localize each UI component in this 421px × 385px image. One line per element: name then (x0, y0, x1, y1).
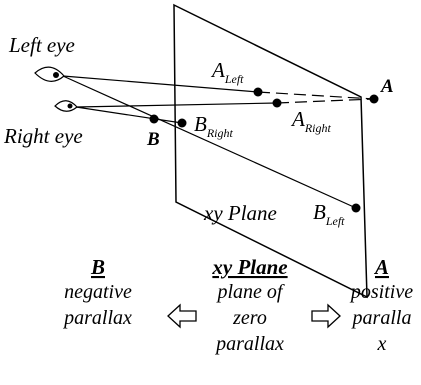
point-b-right (177, 118, 187, 128)
sight-lines (62, 75, 375, 209)
xy-plane (173, 3, 368, 299)
left-eye-label: Left eye (8, 33, 75, 57)
svg-text:paralla: paralla (351, 307, 412, 329)
legend-a: A positive paralla x (349, 255, 413, 355)
point-a-left (253, 87, 263, 97)
svg-text:B: B (90, 255, 105, 279)
left-eye-icon (34, 66, 65, 82)
svg-text:xy Plane: xy Plane (211, 255, 287, 279)
b-right-label: BRight (194, 112, 233, 140)
point-b (149, 114, 159, 124)
point-a (369, 94, 379, 104)
plane-label: xy Plane (203, 201, 277, 225)
right-eye-label: Right eye (3, 124, 83, 148)
svg-text:positive: positive (349, 281, 413, 303)
b-left-label: BLeft (313, 200, 345, 228)
svg-text:A: A (373, 255, 389, 279)
svg-text:parallax: parallax (214, 333, 284, 355)
svg-text:negative: negative (64, 281, 132, 303)
legend-b: B negative parallax (62, 255, 132, 329)
arrow-right-icon (311, 303, 341, 329)
arrow-left-icon (167, 303, 197, 329)
legend-plane: xy Plane plane of zero parallax (211, 255, 287, 355)
point-b-left (351, 203, 361, 213)
a-right-label: ARight (290, 107, 331, 135)
svg-text:zero: zero (232, 307, 267, 329)
svg-text:plane of: plane of (216, 281, 285, 303)
svg-text:parallax: parallax (62, 307, 132, 329)
point-a-right (272, 98, 282, 108)
point-b-label: B (146, 129, 160, 150)
svg-text:x: x (377, 333, 387, 355)
points (149, 87, 379, 213)
right-eye-icon (54, 100, 78, 112)
point-a-label: A (380, 76, 394, 97)
a-left-label: ALeft (210, 58, 244, 86)
